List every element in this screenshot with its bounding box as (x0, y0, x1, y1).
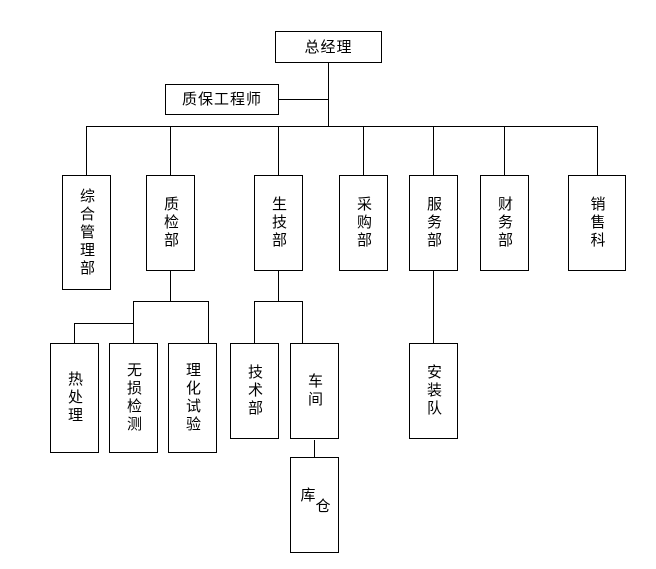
node-comprehensive-management-label: 综合管理部 (78, 187, 96, 278)
node-quality-inspection[interactable]: 质检部 (146, 175, 195, 271)
edge-main-bus (86, 126, 598, 127)
node-production-technology[interactable]: 生技部 (254, 175, 303, 271)
node-physical-chemical-test[interactable]: 理化试验 (168, 343, 217, 453)
edge-production-technology-bus (254, 301, 303, 302)
node-finance-label: 财务部 (496, 196, 514, 250)
edge-drop-physical-chemical-test (208, 301, 209, 343)
edge-drop-sales (597, 126, 598, 175)
edge-service-to-installation-team (433, 270, 434, 343)
edge-drop-purchasing (363, 126, 364, 175)
edge-drop-service (433, 126, 434, 175)
edge-drop-technology-dept (254, 301, 255, 343)
edge-production-technology-stem (278, 270, 279, 302)
node-installation-team-label: 安装队 (425, 364, 443, 418)
node-sales[interactable]: 销售科 (568, 175, 626, 271)
node-heat-treatment[interactable]: 热处理 (50, 343, 99, 453)
edge-drop-nondestructive-testing (133, 323, 134, 343)
node-warehouse[interactable]: 仓库 (290, 457, 339, 553)
node-comprehensive-management[interactable]: 综合管理部 (62, 175, 111, 290)
edge-quality-inspection-bus-left-drop (133, 301, 134, 324)
edge-drop-production-technology (278, 126, 279, 175)
edge-drop-quality-inspection (170, 126, 171, 175)
edge-gm-to-qa-engineer (278, 99, 329, 100)
node-qa-engineer-label: 质保工程师 (181, 90, 262, 109)
edge-drop-comprehensive-management (86, 126, 87, 175)
node-physical-chemical-test-label: 理化试验 (184, 362, 202, 434)
edge-workshop-to-warehouse (314, 440, 315, 457)
node-technology-dept[interactable]: 技术部 (230, 343, 279, 439)
node-workshop-label: 车间 (306, 373, 324, 409)
edge-drop-finance (504, 126, 505, 175)
node-sales-label: 销售科 (588, 196, 607, 250)
node-nondestructive-testing[interactable]: 无损检测 (109, 343, 158, 453)
edge-gm-trunk (328, 62, 329, 126)
node-installation-team[interactable]: 安装队 (409, 343, 458, 439)
node-purchasing[interactable]: 采购部 (339, 175, 388, 271)
node-quality-inspection-label: 质检部 (162, 196, 180, 250)
node-warehouse-label: 仓库 (298, 486, 332, 535)
node-technology-dept-label: 技术部 (246, 364, 264, 418)
node-service-label: 服务部 (425, 196, 443, 250)
node-purchasing-label: 采购部 (355, 196, 373, 250)
edge-quality-inspection-bus (133, 301, 208, 302)
node-workshop[interactable]: 车间 (290, 343, 339, 439)
node-general-manager-label: 总经理 (304, 37, 353, 56)
node-qa-engineer[interactable]: 质保工程师 (165, 84, 279, 115)
edge-heat-treatment-bus (74, 323, 134, 324)
node-service[interactable]: 服务部 (409, 175, 458, 271)
node-general-manager[interactable]: 总经理 (275, 31, 382, 63)
node-heat-treatment-label: 热处理 (66, 371, 84, 425)
node-production-technology-label: 生技部 (270, 196, 288, 250)
edge-drop-workshop (302, 301, 303, 343)
edge-quality-inspection-stem (170, 270, 171, 302)
edge-drop-heat-treatment (74, 323, 75, 343)
node-finance[interactable]: 财务部 (480, 175, 529, 271)
node-nondestructive-testing-label: 无损检测 (125, 362, 143, 434)
